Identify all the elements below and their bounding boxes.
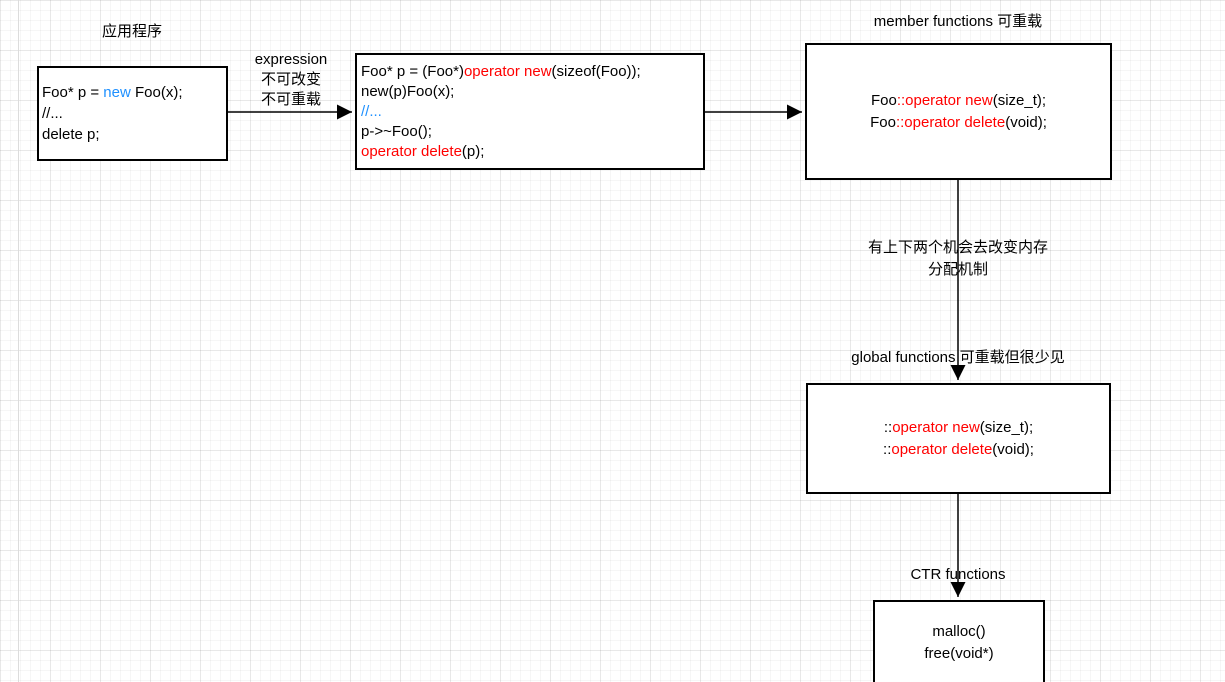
code-line: ::operator new(size_t); — [808, 417, 1109, 439]
code-segment: (size_t); — [992, 91, 1047, 109]
expanded-expression-box: Foo* p = (Foo*)operator new(sizeof(Foo))… — [355, 53, 705, 170]
code-line: free(void*) — [875, 643, 1043, 665]
member-functions-label: member functions 可重载 — [873, 13, 1043, 30]
code-segment: malloc() — [932, 623, 986, 640]
code-segment: Foo* p = — [42, 84, 104, 101]
code-segment: :: — [883, 440, 892, 458]
app-label: 应用程序 — [101, 23, 162, 40]
member-functions-box: Foo::operator new(size_t); Foo::operator… — [805, 43, 1112, 180]
between-arrow-label: 有上下两个机会去改变内存 分配机制 — [790, 237, 1126, 281]
global-functions-box: ::operator new(size_t); ::operator delet… — [806, 383, 1111, 494]
expression-arrow-label-line: 不可重载 — [260, 91, 321, 108]
code-segment: new(p)Foo(x); — [361, 82, 455, 100]
code-segment: //... — [42, 105, 63, 122]
code-segment: (p); — [461, 142, 485, 160]
code-segment: Foo — [870, 91, 897, 109]
expression-arrow-label-line: expression — [254, 51, 328, 68]
code-line: Foo::operator new(size_t); — [807, 90, 1110, 112]
ctr-functions-label: CTR functions — [910, 566, 1006, 583]
code-line: //... — [42, 103, 226, 124]
code-segment: (void); — [1005, 113, 1047, 131]
code-segment: operator new — [463, 62, 552, 80]
ctr-functions-box: malloc() free(void*) — [873, 600, 1045, 682]
global-functions-label: global functions 可重载但很少见 — [851, 349, 1065, 366]
code-segment: (size_t); — [979, 418, 1034, 436]
code-segment: operator delete — [891, 440, 993, 458]
code-segment: Foo — [870, 113, 896, 131]
code-segment: Foo* p = (Foo*) — [361, 62, 464, 80]
code-line: p->~Foo(); — [361, 122, 703, 142]
code-line: Foo* p = (Foo*)operator new(sizeof(Foo))… — [361, 62, 703, 82]
code-line: Foo* p = new Foo(x); — [42, 82, 226, 103]
between-arrow-label-line: 有上下两个机会去改变内存 — [867, 239, 1048, 256]
code-segment: p->~Foo(); — [361, 122, 432, 140]
code-line: operator delete(p); — [361, 142, 703, 162]
code-line: malloc() — [875, 621, 1043, 643]
code-segment: :: — [883, 418, 893, 436]
code-segment: free(void*) — [924, 645, 994, 662]
code-segment: Foo(x); — [130, 84, 183, 101]
expression-arrow-label-line: 不可改变 — [260, 71, 321, 88]
code-line: delete p; — [42, 124, 226, 145]
page-boundary-line — [18, 0, 19, 682]
code-line: new(p)Foo(x); — [361, 82, 703, 102]
expression-arrow-label: expression 不可改变 不可重载 — [231, 50, 351, 110]
code-line: //... — [361, 102, 703, 122]
code-segment: //... — [361, 102, 382, 120]
app-code-box: Foo* p = new Foo(x); //... delete p; — [37, 66, 228, 161]
code-segment: operator new — [892, 418, 980, 436]
code-segment: ::operator delete — [895, 113, 1006, 131]
code-segment: (void); — [992, 440, 1034, 458]
between-arrow-label-line: 分配机制 — [927, 261, 988, 278]
code-segment: delete p; — [42, 126, 100, 143]
code-line: Foo::operator delete(void); — [807, 112, 1110, 134]
code-segment: operator delete — [361, 142, 462, 160]
code-line: ::operator delete(void); — [808, 439, 1109, 461]
code-segment: new — [103, 84, 131, 101]
code-segment: ::operator new — [896, 91, 993, 109]
code-segment: (sizeof(Foo)); — [551, 62, 641, 80]
